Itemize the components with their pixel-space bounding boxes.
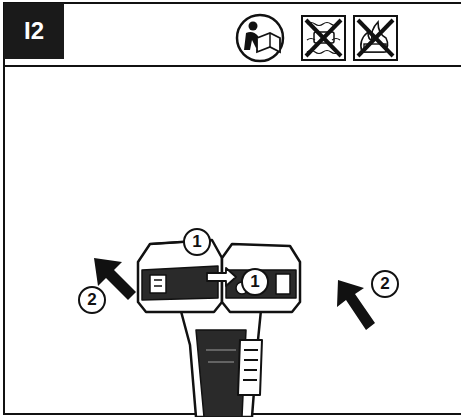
callout-number: 2: [371, 270, 399, 298]
callout-number: 1: [241, 268, 269, 296]
read-manual-icon: [237, 15, 283, 61]
figure-id: I2: [4, 3, 64, 59]
tool-body: [138, 240, 300, 417]
no-fire-icon: [354, 16, 397, 60]
no-water-icon: [302, 16, 345, 60]
callout-number: 1: [183, 228, 211, 256]
removal-arrow: [94, 258, 375, 330]
callout-number: 2: [78, 286, 106, 314]
